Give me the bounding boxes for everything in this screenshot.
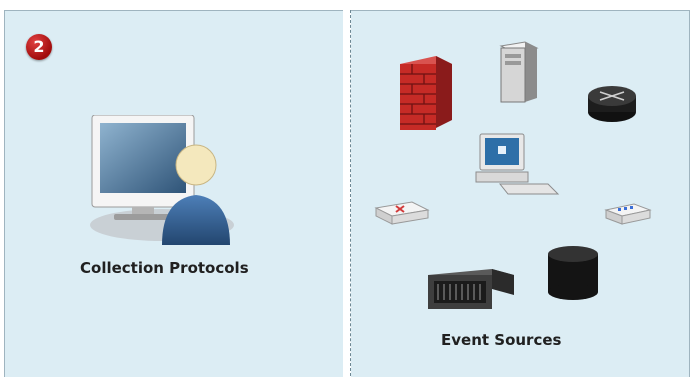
dashed-divider	[350, 10, 351, 376]
storage-cylinder-icon	[548, 246, 598, 300]
user-at-monitor-icon	[90, 115, 234, 245]
workstation-icon	[475, 133, 560, 195]
event-sources-label: Event Sources	[441, 331, 562, 349]
collection-protocols-label: Collection Protocols	[80, 259, 249, 277]
rack-server-icon	[428, 269, 514, 309]
network-switch-blue-icon	[604, 203, 652, 225]
step-number-badge: 2	[26, 34, 52, 60]
firewall-icon	[400, 56, 452, 130]
router-icon	[588, 86, 636, 122]
network-switch-small-icon	[374, 201, 430, 225]
server-tower-icon	[499, 41, 539, 103]
